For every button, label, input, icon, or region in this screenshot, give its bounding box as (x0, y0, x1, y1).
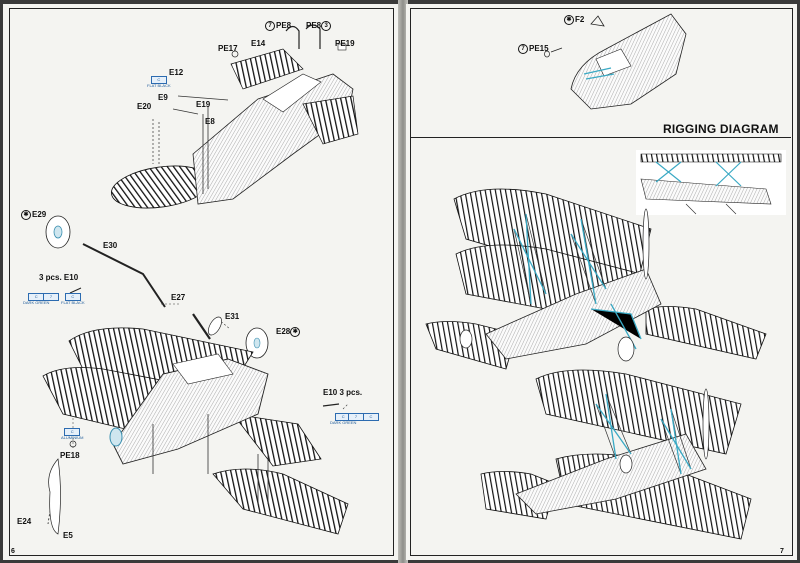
book-gutter (398, 0, 408, 563)
label-e14: E14 (251, 39, 266, 48)
label-e10-left: 3 pcs. E10 (39, 273, 79, 282)
left-page-drawings (42, 24, 359, 535)
label-e10-right: E10 3 pcs. (323, 388, 363, 397)
label-e9: E9 (158, 93, 168, 102)
top-fuselage-assembly (111, 24, 359, 209)
label-e27: E27 (171, 293, 186, 302)
label-e24: E24 (17, 517, 32, 526)
label-pe19: PE19 (335, 39, 355, 48)
section-divider (410, 137, 791, 138)
section-title: RIGGING DIAGRAM (663, 122, 779, 136)
page-number-left: 6 (11, 548, 15, 555)
label-e30: E30 (103, 241, 118, 250)
cockpit-detail (544, 13, 687, 110)
right-page-drawings (425, 13, 786, 540)
color-callout-3: 7 (43, 293, 59, 301)
label-e20: E20 (137, 102, 152, 111)
page-number-right: 7 (780, 548, 784, 555)
color-callout-7: C (363, 413, 379, 421)
right-page-frame (410, 8, 793, 556)
label-e28: E28✱ (276, 327, 301, 337)
rigging-biplane-lower (480, 369, 752, 540)
rigging-biplane-upper (425, 188, 767, 370)
left-page-frame (9, 8, 394, 556)
label-e12: E12 (169, 68, 184, 77)
rigging-inset (636, 150, 786, 215)
label-pe18: PE18 (60, 451, 80, 460)
wheel-e29 (45, 215, 269, 359)
label-pe17: PE17 (218, 44, 238, 53)
label-e8: E8 (205, 117, 215, 126)
label-e5: E5 (63, 531, 73, 540)
main-biplane-assembly (42, 327, 349, 535)
label-e29: ✱E29 (21, 210, 46, 220)
label-e31: E31 (225, 312, 240, 321)
label-e19: E19 (196, 100, 211, 109)
label-f2: ✱F2 (564, 15, 584, 25)
color-callout-6: 7 (348, 413, 364, 421)
